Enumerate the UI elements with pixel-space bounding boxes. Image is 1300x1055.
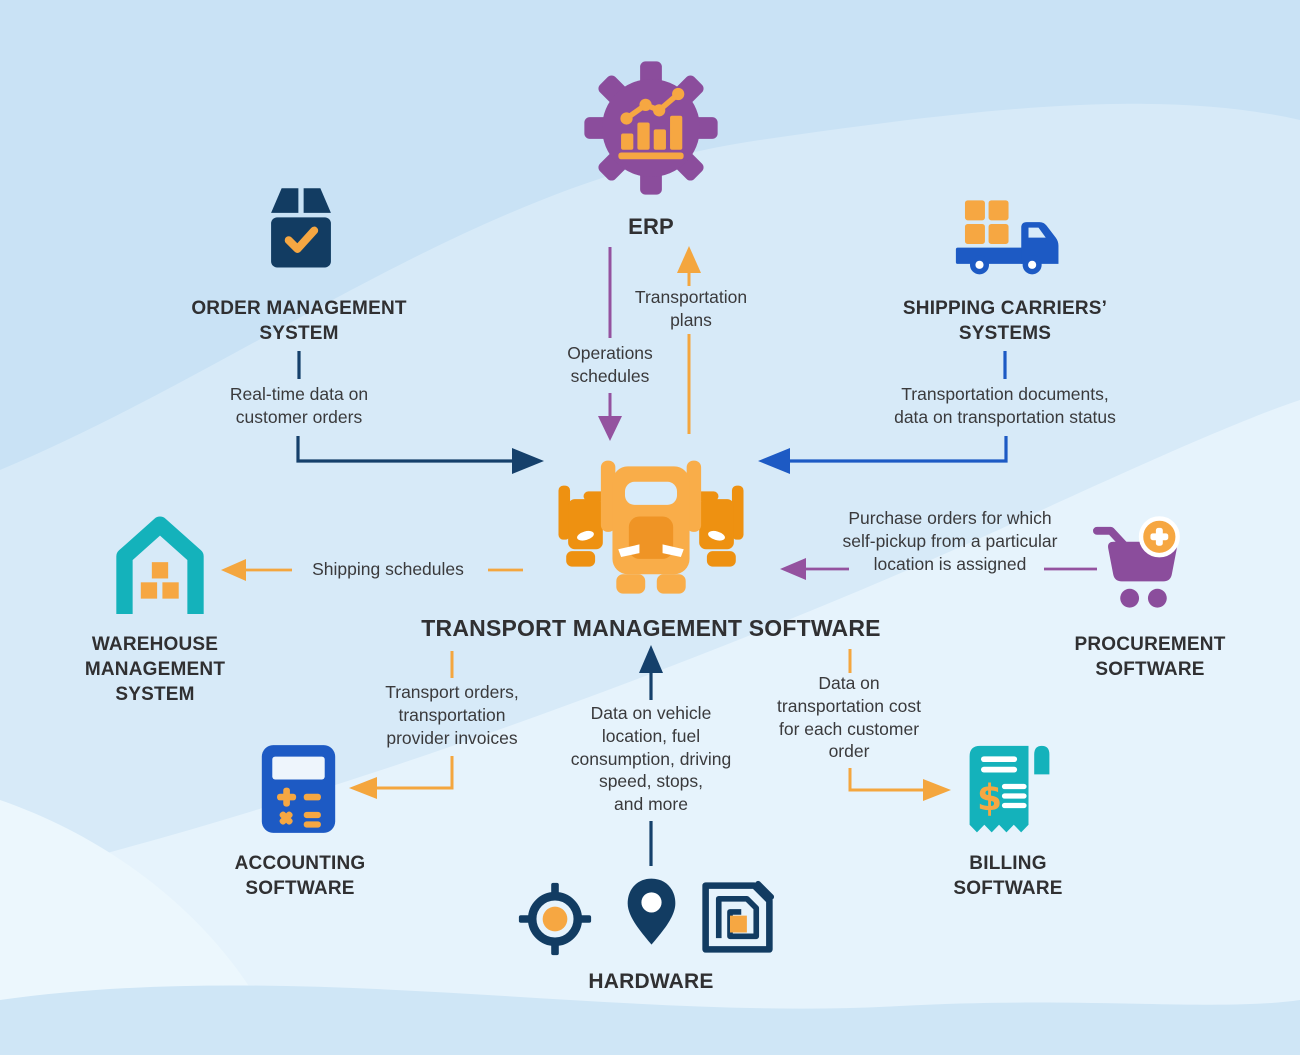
map-pin-icon — [624, 876, 679, 960]
tms-truck-icon — [545, 455, 757, 603]
hardware-label: HARDWARE — [588, 970, 714, 993]
flow-purchase-orders: Purchase orders for which self-pickup fr… — [842, 508, 1058, 574]
calculator-icon — [258, 741, 339, 837]
gps-target-icon — [517, 881, 593, 957]
billing-label: BILLING SOFTWARE — [953, 853, 1063, 900]
procurement-label: PROCUREMENT SOFTWARE — [1074, 634, 1226, 681]
shipping-truck-icon — [945, 193, 1063, 284]
accounting-label: ACCOUNTING SOFTWARE — [234, 853, 366, 900]
order-box-icon — [257, 177, 345, 277]
rfid-tag-icon — [700, 880, 775, 955]
flow-transportation-documents: Transportation documents, data on transp… — [894, 384, 1116, 427]
warehouse-label: WAREHOUSE MANAGEMENT SYSTEM — [84, 634, 226, 706]
flow-vehicle-data: Data on vehicle location, fuel consumpti… — [570, 703, 732, 814]
svg-text:$: $ — [977, 777, 1002, 819]
erp-label: ERP — [628, 214, 674, 239]
gear-chart-icon — [583, 60, 719, 196]
warehouse-icon — [112, 512, 208, 620]
flow-operations-schedules: Operations schedules — [567, 343, 653, 386]
tms-title: TRANSPORT MANAGEMENT SOFTWARE — [421, 615, 881, 641]
flow-transportation-plans: Transportation plans — [634, 287, 748, 330]
order-management-label: ORDER MANAGEMENT SYSTEM — [191, 298, 407, 345]
flow-shipping-schedules: Shipping schedules — [312, 559, 464, 579]
flow-realtime-customer-orders: Real-time data on customer orders — [229, 384, 369, 427]
cart-plus-icon — [1092, 516, 1196, 615]
receipt-icon: $ — [962, 741, 1057, 841]
flow-transportation-cost: Data on transportation cost for each cus… — [777, 673, 921, 762]
shipping-carriers-label: SHIPPING CARRIERS’ SYSTEMS — [902, 298, 1108, 345]
flow-transport-orders-invoices: Transport orders, transportation provide… — [385, 682, 519, 748]
